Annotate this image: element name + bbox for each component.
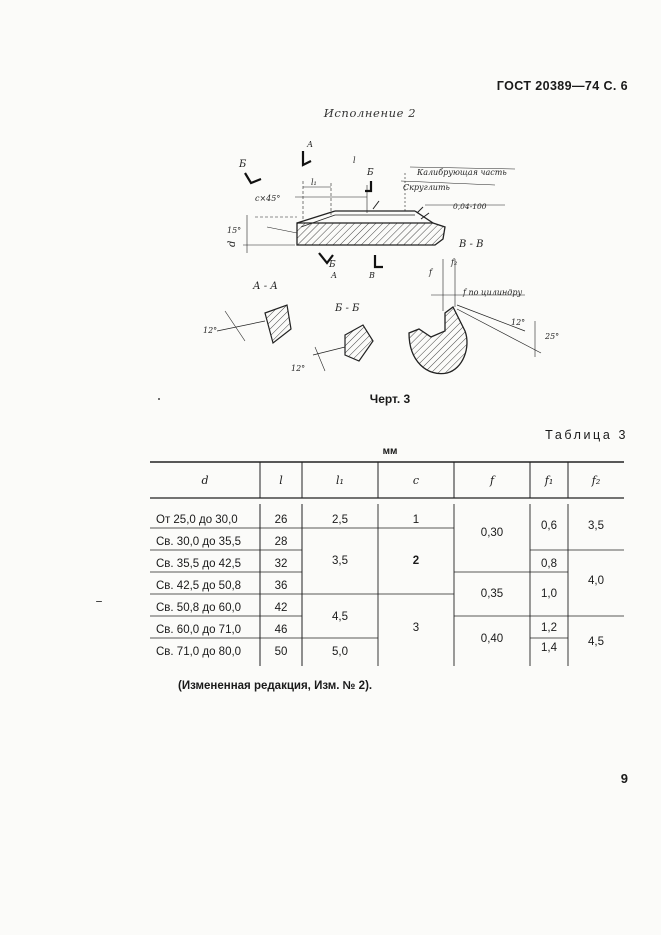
header-l1: l₁ — [336, 474, 344, 487]
label-angle-15: 15° — [227, 226, 241, 235]
label-angle-12-vv: 12° — [511, 318, 525, 327]
label-section-bb: Б - Б — [334, 303, 360, 314]
label-section-vv: В - В — [458, 239, 483, 250]
header-f: f — [489, 474, 496, 487]
section-vv-shape — [408, 259, 542, 375]
label-angle-25: 25° — [544, 332, 559, 341]
table-units: мм — [382, 446, 398, 457]
cell-f-group-1: 0,30 — [481, 527, 503, 539]
label-dim-f2: f₂ — [450, 258, 457, 267]
scan-speck — [96, 601, 102, 602]
cell-l1-group-3: 4,5 — [332, 611, 348, 623]
cell-l-row-2: 28 — [275, 536, 288, 548]
section-bb-shape — [312, 324, 374, 372]
cell-d-row-3: Св. 35,5 до 42,5 — [156, 558, 241, 570]
revision-note: (Измененная редакция, Изм. № 2). — [178, 680, 373, 692]
cell-f1-group-2: 0,8 — [541, 558, 557, 570]
cell-l1-group-1: 2,5 — [332, 514, 348, 526]
label-chamfer: с×45° — [255, 194, 280, 203]
header-f1: f₁ — [544, 474, 553, 487]
cell-f2-group-3: 4,5 — [588, 636, 604, 648]
cell-c-group-1: 1 — [413, 514, 419, 526]
dimensions-table: d l l₁ c f f₁ f₂ От 25,0 до 30,0 Св. 30,… — [150, 460, 624, 670]
label-cut-a-bottom: А — [330, 271, 337, 280]
header-f2: f₂ — [591, 474, 600, 487]
cell-f1-group-4: 1,2 — [541, 622, 557, 634]
label-by-cylinder: f по цилиндру — [462, 288, 522, 297]
label-tolerance: 0,04-100 — [453, 202, 487, 211]
page-number: 9 — [620, 771, 628, 786]
cell-d-row-1: От 25,0 до 30,0 — [156, 514, 238, 526]
label-dim-d: d — [227, 241, 238, 247]
label-round: Скруглить — [403, 183, 450, 192]
cell-d-row-2: Св. 30,0 до 35,5 — [156, 536, 241, 548]
drawing-variant-title: Исполнение 2 — [323, 106, 417, 120]
cell-l1-group-4: 5,0 — [332, 646, 348, 658]
label-cut-b-bottom: Б — [328, 260, 336, 270]
cell-l-row-3: 32 — [275, 558, 288, 570]
cell-f2-group-2: 4,0 — [588, 575, 604, 587]
cell-f-group-2: 0,35 — [481, 588, 503, 600]
label-cut-v-bottom: В — [368, 271, 375, 280]
label-dim-l: l — [353, 156, 356, 165]
cell-f-group-3: 0,40 — [481, 633, 503, 645]
header-d: d — [201, 474, 208, 487]
cell-f2-group-1: 3,5 — [588, 520, 604, 532]
table-title: Таблица 3 — [545, 428, 628, 442]
tool-side-view — [243, 166, 516, 253]
figure-caption: Черт. 3 — [369, 392, 411, 406]
label-cut-a-top: А — [306, 140, 313, 149]
cell-l1-group-2: 3,5 — [332, 555, 348, 567]
label-angle-12-bb: 12° — [291, 364, 305, 373]
table-svg: d l l₁ c f f₁ f₂ От 25,0 до 30,0 Св. 30,… — [150, 461, 624, 666]
document-header: ГОСТ 20389—74 С. 6 — [496, 79, 628, 93]
cell-c-group-3: 3 — [413, 622, 419, 634]
header-l: l — [279, 474, 283, 487]
scan-speck — [158, 398, 160, 400]
header-c: c — [413, 474, 419, 487]
cell-l-row-7: 50 — [275, 646, 288, 658]
label-dim-f: f — [428, 268, 434, 277]
label-dim-l1: l₁ — [311, 178, 317, 187]
label-cut-v-top: Б — [366, 168, 374, 178]
cell-d-row-7: Св. 71,0 до 80,0 — [156, 646, 241, 658]
cell-l-row-1: 26 — [275, 514, 288, 526]
cell-f1-group-5: 1,4 — [541, 642, 558, 654]
cell-f1-group-3: 1,0 — [541, 588, 557, 600]
technical-drawing: Б А Б Б А В с×45° 15° d l₁ l Калибрующая… — [195, 135, 595, 380]
cell-l-row-6: 46 — [275, 624, 288, 636]
section-aa-shape — [216, 304, 292, 345]
cell-f1-group-1: 0,6 — [541, 520, 557, 532]
cell-d-row-6: Св. 60,0 до 71,0 — [156, 624, 241, 636]
label-section-aa: А - А — [252, 281, 278, 292]
label-calibrating-part: Калибрующая часть — [416, 168, 507, 177]
cell-d-row-5: Св. 50,8 до 60,0 — [156, 602, 241, 614]
label-angle-12-aa: 12° — [203, 326, 217, 335]
cell-d-row-4: Св. 42,5 до 50,8 — [156, 580, 241, 592]
label-cut-b: Б — [238, 159, 247, 170]
cell-c-group-2: 2 — [413, 555, 419, 567]
cell-l-row-5: 42 — [275, 602, 288, 614]
section-markers — [244, 151, 383, 269]
cell-l-row-4: 36 — [275, 580, 288, 592]
drawing-svg: Б А Б Б А В с×45° 15° d l₁ l Калибрующая… — [203, 140, 559, 375]
